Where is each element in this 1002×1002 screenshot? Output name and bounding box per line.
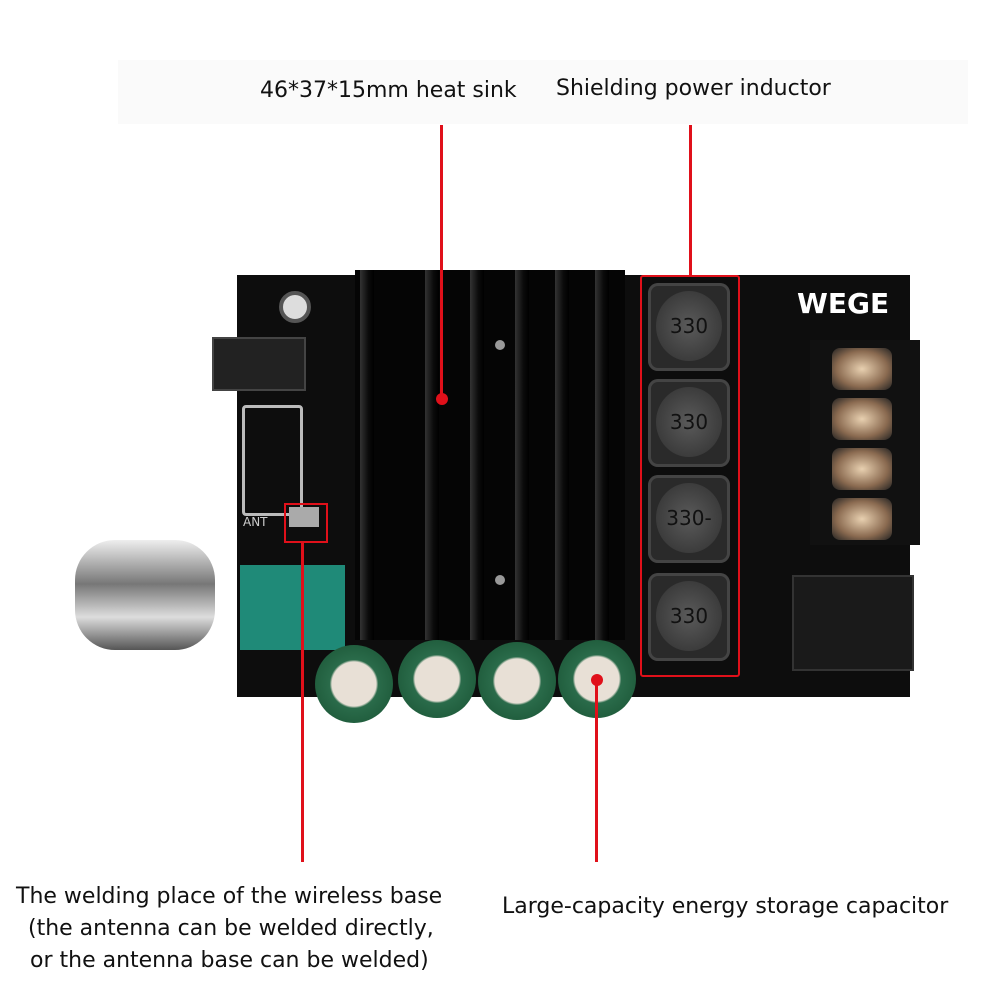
heat-sink-pointer	[440, 125, 443, 398]
capacitor-label: Large-capacity energy storage capacitor	[502, 894, 949, 919]
heat-sink	[355, 270, 625, 640]
antenna-trace	[242, 405, 303, 516]
heat-sink-dot	[436, 393, 448, 405]
capacitor	[478, 642, 556, 720]
wireless-box	[284, 503, 328, 543]
inductor-label: Shielding power inductor	[556, 76, 831, 101]
inductor-pointer	[689, 125, 692, 275]
wireless-pointer	[301, 541, 304, 862]
wireless-label-2: (the antenna can be welded directly,	[28, 916, 434, 941]
inductor-code: 330	[656, 387, 722, 457]
header-band	[118, 60, 968, 124]
audio-jack	[212, 337, 306, 391]
brand-label: WEGE	[797, 287, 890, 320]
inductor-code: 330	[656, 291, 722, 361]
volume-knob	[75, 540, 215, 650]
terminal-block	[810, 340, 920, 545]
ant-label: ANT	[243, 515, 268, 529]
wireless-pad	[289, 507, 319, 527]
wireless-label-3: or the antenna base can be welded)	[30, 948, 429, 973]
potentiometer	[240, 565, 345, 650]
inductor-code: 330	[656, 581, 722, 651]
inductor-group: 330 330 330- 330	[640, 275, 740, 677]
dc-jack	[792, 575, 914, 671]
capacitor-pointer	[595, 680, 598, 862]
capacitor	[398, 640, 476, 718]
inductor-code: 330-	[656, 483, 722, 553]
heat-sink-label: 46*37*15mm heat sink	[260, 78, 517, 103]
capacitor-dot	[591, 674, 603, 686]
wireless-label-1: The welding place of the wireless base	[16, 884, 443, 909]
mount-hole	[279, 291, 311, 323]
capacitor	[315, 645, 393, 723]
